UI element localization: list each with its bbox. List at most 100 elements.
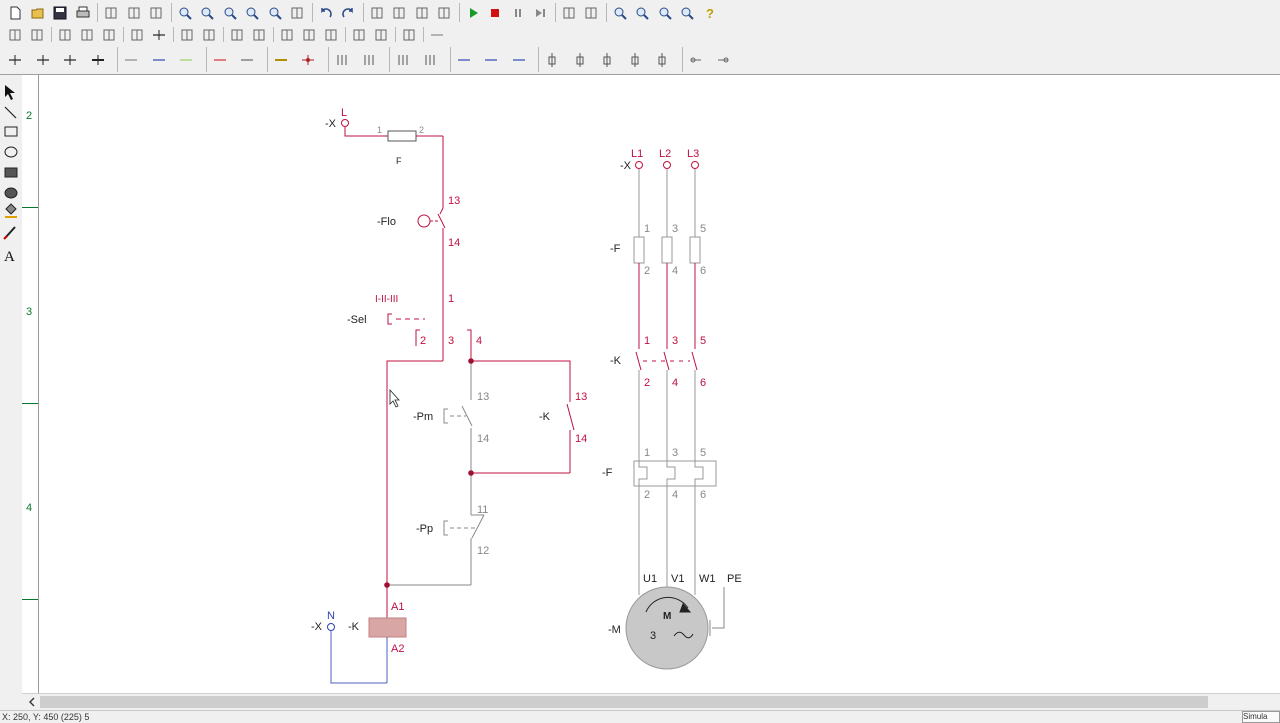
plug-3-icon[interactable]	[598, 51, 616, 69]
help-icon[interactable]: ?	[701, 4, 719, 22]
zoom-in-icon[interactable]	[611, 4, 629, 22]
plug-1-icon[interactable]	[543, 51, 561, 69]
line-blue-icon[interactable]	[150, 51, 168, 69]
flip-icon[interactable]	[435, 4, 453, 22]
save-icon[interactable]	[51, 4, 69, 22]
junction-red-icon[interactable]	[299, 51, 317, 69]
line-tool-icon[interactable]	[4, 106, 17, 119]
new-file-icon[interactable]	[6, 4, 24, 22]
window-icon[interactable]	[560, 4, 578, 22]
copy-icon[interactable]	[125, 4, 143, 22]
pen-tool-icon[interactable]	[3, 226, 16, 240]
align-right-icon[interactable]	[421, 51, 439, 69]
zoom-all-icon[interactable]	[678, 4, 696, 22]
pointer-icon[interactable]	[5, 85, 15, 100]
mirror-icon[interactable]	[368, 4, 386, 22]
grid-icon[interactable]	[288, 4, 306, 22]
wire-4-icon[interactable]	[89, 51, 107, 69]
line-blue-3-icon[interactable]	[510, 51, 528, 69]
motor-symbol[interactable]	[625, 586, 709, 670]
switch-icon[interactable]	[56, 26, 74, 44]
zoom-width-icon[interactable]	[198, 4, 216, 22]
line-blue-1-icon[interactable]	[455, 51, 473, 69]
ratio-icon[interactable]	[322, 26, 340, 44]
open-folder-icon[interactable]	[29, 4, 47, 22]
wire-3-icon[interactable]	[61, 51, 79, 69]
line-yellow-icon[interactable]	[272, 51, 290, 69]
box-icon[interactable]	[128, 26, 146, 44]
fuse-symbol[interactable]	[387, 130, 417, 142]
node-icon[interactable]	[178, 26, 196, 44]
junction-icon[interactable]	[250, 26, 268, 44]
component-icon[interactable]	[372, 26, 390, 44]
rotate-right-icon[interactable]	[413, 4, 431, 22]
terminal-l[interactable]	[341, 119, 349, 127]
schematic-canvas[interactable]: -X L 1 2 F 13 -Flo 14 I-II-III 1 -Sel 2 …	[39, 75, 1280, 693]
fuse-l1-symbol[interactable]	[633, 236, 645, 264]
terminal-icon[interactable]	[228, 26, 246, 44]
line-green-icon[interactable]	[177, 51, 195, 69]
terminal-l1[interactable]	[635, 161, 643, 169]
windows-icon[interactable]	[582, 4, 600, 22]
line-blue-2-icon[interactable]	[482, 51, 500, 69]
line-icon[interactable]	[428, 26, 446, 44]
line-black-icon[interactable]	[122, 51, 140, 69]
coil-symbol[interactable]	[368, 617, 407, 638]
pilot-lamp-symbol[interactable]	[417, 214, 431, 228]
scrollbar-thumb[interactable]	[40, 696, 1208, 708]
zoom-select-icon[interactable]	[266, 4, 284, 22]
wire-icon[interactable]	[150, 26, 168, 44]
terminal-n[interactable]	[327, 623, 335, 631]
contact-icon[interactable]	[28, 26, 46, 44]
ellipse-tool-icon[interactable]	[4, 146, 18, 158]
undo-icon[interactable]	[317, 4, 335, 22]
redo-icon[interactable]	[339, 4, 357, 22]
wire-1-icon[interactable]	[6, 51, 24, 69]
scroll-left-icon[interactable]	[25, 695, 39, 709]
text-tool-icon[interactable]: A	[4, 249, 15, 265]
arrow-left-icon[interactable]	[687, 51, 705, 69]
bus-3-icon[interactable]	[333, 51, 351, 69]
connector-icon[interactable]	[200, 26, 218, 44]
plug-4-icon[interactable]	[626, 51, 644, 69]
rectangle-tool-icon[interactable]	[4, 126, 18, 137]
simulate-step-icon[interactable]	[531, 4, 549, 22]
bus-branch-icon[interactable]	[360, 51, 378, 69]
fuse-l2-symbol[interactable]	[661, 236, 673, 264]
multi-switch-icon[interactable]	[78, 26, 96, 44]
line-dark-icon[interactable]	[238, 51, 256, 69]
arrow-right-icon[interactable]	[714, 51, 732, 69]
plug-5-icon[interactable]	[653, 51, 671, 69]
cut-icon[interactable]	[102, 4, 120, 22]
zoom-fit-icon[interactable]	[656, 4, 674, 22]
overload-relay-symbol[interactable]	[633, 460, 717, 487]
simulate-play-icon[interactable]	[464, 4, 482, 22]
coil-icon[interactable]	[100, 26, 118, 44]
table-icon[interactable]	[350, 26, 368, 44]
print-icon[interactable]	[74, 4, 92, 22]
filled-rectangle-tool-icon[interactable]	[4, 167, 18, 178]
cross-icon[interactable]	[300, 26, 318, 44]
terminal-l3[interactable]	[691, 161, 699, 169]
paste-icon[interactable]	[147, 4, 165, 22]
fill-tool-icon[interactable]	[5, 203, 17, 218]
wire-2-icon[interactable]	[34, 51, 52, 69]
zoom-area-icon[interactable]	[243, 4, 261, 22]
label-icon[interactable]	[278, 26, 296, 44]
zoom-icon[interactable]	[221, 4, 239, 22]
align-icon[interactable]	[394, 51, 412, 69]
simulate-pause-icon[interactable]	[509, 4, 527, 22]
sheet-icon[interactable]	[400, 26, 418, 44]
pin-icon[interactable]	[6, 26, 24, 44]
rotate-left-icon[interactable]	[390, 4, 408, 22]
zoom-page-icon[interactable]	[176, 4, 194, 22]
line-red-icon[interactable]	[211, 51, 229, 69]
simulate-stop-icon[interactable]	[486, 4, 504, 22]
fuse-top-pin: 3	[672, 223, 678, 235]
filled-ellipse-tool-icon[interactable]	[4, 187, 18, 199]
plug-2-icon[interactable]	[571, 51, 589, 69]
terminal-l2[interactable]	[663, 161, 671, 169]
zoom-out-icon[interactable]	[633, 4, 651, 22]
horizontal-scrollbar[interactable]	[22, 693, 1280, 711]
fuse-l3-symbol[interactable]	[689, 236, 701, 264]
